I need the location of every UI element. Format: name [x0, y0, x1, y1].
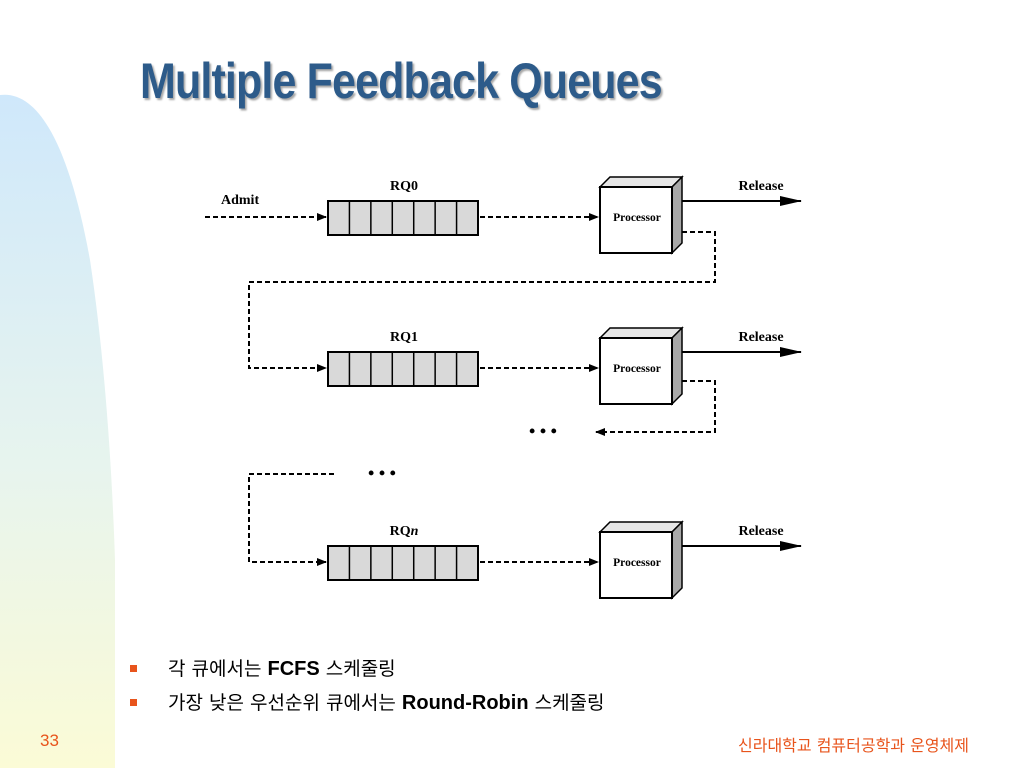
processor-top-face [598, 327, 684, 339]
ellipsis-upper: • • • [529, 421, 557, 441]
bullet-text: 스케줄링 [528, 692, 605, 714]
bullet-item: 가장 낮은 우선순위 큐에서는 Round-Robin 스케줄링 [130, 686, 605, 720]
page-number: 33 [40, 731, 59, 750]
side-decoration [0, 94, 115, 768]
ellipsis-lower: • • • [368, 463, 396, 483]
processor-side-face [671, 326, 683, 406]
feedback-path-0 [248, 231, 716, 372]
processor-label: Processor [613, 363, 661, 375]
processor-side-face [671, 520, 683, 600]
bullet-list: 각 큐에서는 FCFS 스케줄링 가장 낮은 우선순위 큐에서는 Round-R… [130, 652, 605, 720]
processor-box [599, 531, 673, 599]
bullet-text: 가장 낮은 우선순위 큐에서는 [168, 692, 402, 714]
queue-box [327, 200, 479, 236]
processor-top-face [598, 176, 684, 188]
processor-box [599, 337, 673, 405]
feedback-path-n [248, 473, 334, 566]
slide-title: Multiple Feedback Queues [140, 53, 663, 109]
processor-top-face [598, 521, 684, 533]
release-label: Release [738, 330, 783, 345]
processor-label: Processor [613, 557, 661, 569]
queue-box [327, 351, 479, 387]
processor-label: Processor [613, 212, 661, 224]
bullet-text: 각 큐에서는 [168, 658, 268, 680]
queue-label: RQ0 [390, 179, 418, 194]
release-label: Release [738, 179, 783, 194]
admit-label: Admit [221, 193, 259, 208]
release-label: Release [738, 524, 783, 539]
bullet-square-icon [130, 665, 137, 672]
footer-text: 신라대학교 컴퓨터공학과 운영체제 [738, 736, 969, 755]
feedback-path-1 [595, 380, 716, 436]
bullet-text: 스케줄링 [319, 658, 396, 680]
queue-label: RQ1 [390, 330, 418, 345]
bullet-item: 각 큐에서는 FCFS 스케줄링 [130, 652, 605, 686]
queue-box [327, 545, 479, 581]
queue-label: RQn [390, 524, 419, 539]
bullet-emphasis: Round-Robin [401, 692, 529, 714]
bullet-emphasis: FCFS [267, 658, 320, 680]
bullet-square-icon [130, 699, 137, 706]
processor-box [599, 186, 673, 254]
processor-side-face [671, 175, 683, 255]
